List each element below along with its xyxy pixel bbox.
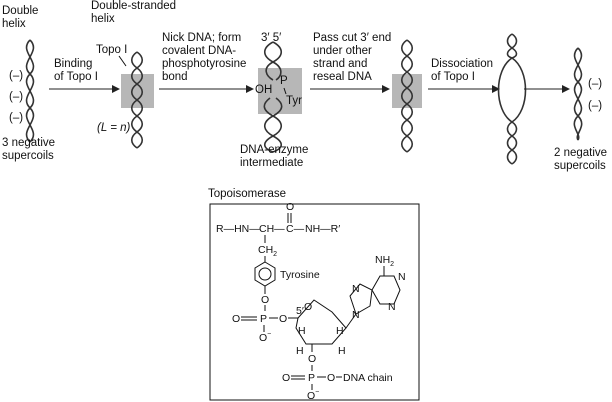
chemical-structure-box — [209, 203, 420, 401]
ester-o-1-text: O — [279, 313, 287, 325]
h4-text: H — [338, 345, 346, 357]
topoisomerase-label: Topoisomerase — [208, 188, 286, 200]
o-minus-1-text: O− — [259, 331, 271, 344]
topo-i-box-3 — [392, 74, 422, 108]
three-five-prime-label: 3′ 5′ — [261, 32, 281, 44]
arrow-final — [524, 85, 570, 93]
h2-text: H — [336, 325, 344, 337]
o-eq-p-1-text: O — [232, 313, 240, 325]
h3-text: H — [296, 345, 304, 357]
three-negative-supercoils-label: 3 negative supercoils — [2, 137, 58, 162]
phosphate-label: P — [280, 75, 288, 87]
phosphorus-1-text: P — [260, 313, 267, 325]
two-negative-supercoils-label: 2 negative supercoils — [554, 147, 610, 172]
tyr-o-text: O — [261, 294, 269, 306]
o-eq-p-2-text: O — [282, 372, 290, 384]
tyr-label: Tyr — [286, 95, 302, 107]
topo-i-box-1 — [121, 74, 154, 108]
o-minus-2-text: O− — [307, 389, 319, 402]
dna-chain-text: DNA chain — [343, 372, 393, 384]
ester-o-2-text: O — [327, 372, 335, 384]
ch-text: CH— — [259, 223, 285, 235]
sugar-o-text: O — [308, 353, 316, 365]
phosphotyrosine-structure: R—HN— CH— C— NH—R′ O CH2 Tyrosine O O P … — [216, 201, 406, 402]
minus-sign-3: (–) — [9, 112, 23, 124]
tyrosine-text: Tyrosine — [280, 269, 320, 281]
binding-label: Binding of Topo I — [54, 58, 98, 83]
arrow-dissociation — [428, 85, 500, 93]
nicked-helix — [263, 41, 283, 153]
five-prime-text: 5′ — [296, 305, 304, 317]
nick-dna-label: Nick DNA; form covalent DNA- phosphotyro… — [162, 32, 250, 83]
double-helix-label: Double helix — [2, 5, 42, 30]
topo-i-pointer — [118, 55, 127, 67]
linking-number-label: (L = n) — [97, 122, 131, 134]
h1-text: H — [298, 325, 306, 337]
minus-sign-2: (–) — [9, 91, 23, 103]
phosphorus-2-text: P — [308, 372, 315, 384]
adenine-n1-text: N — [398, 271, 406, 283]
adenine-n7-text: N — [352, 283, 360, 295]
dissociation-label: Dissociation of Topo I — [431, 58, 496, 83]
double-stranded-helix — [130, 51, 144, 149]
nh-r-text: NH—R′ — [305, 223, 340, 235]
p-tyr-bond — [283, 87, 287, 95]
minus-sign-1: (–) — [9, 70, 23, 82]
oh-label: OH — [255, 84, 272, 96]
pass-cut-label: Pass cut 3′ end under other strand and r… — [313, 32, 394, 83]
minus-sign-5: (–) — [588, 100, 602, 112]
double-stranded-label: Double-stranded helix — [91, 0, 179, 25]
c-text: C— — [286, 223, 305, 235]
adenine-n9-text: N — [352, 309, 360, 321]
minus-sign-4: (–) — [588, 78, 602, 90]
supercoiled-helix-2 — [573, 47, 583, 141]
arrow-nick — [159, 85, 254, 93]
arrow-binding — [49, 85, 120, 93]
r-hn-text: R—HN— — [216, 223, 260, 235]
carbonyl-o-text: O — [286, 201, 294, 213]
resealed-helix — [400, 39, 414, 153]
supercoiled-helix-3 — [25, 39, 35, 143]
ch2-text: CH2 — [258, 244, 277, 258]
ring-o-text: O — [304, 301, 312, 313]
arrow-pass-cut — [310, 85, 390, 93]
adenine-n3-text: N — [388, 301, 396, 313]
topo-i-label: Topo I — [96, 44, 127, 56]
nh2-text: NH2 — [375, 254, 394, 268]
intermediate-label: DNA-enzyme intermediate — [240, 144, 312, 169]
relaxed-helix — [497, 33, 527, 165]
